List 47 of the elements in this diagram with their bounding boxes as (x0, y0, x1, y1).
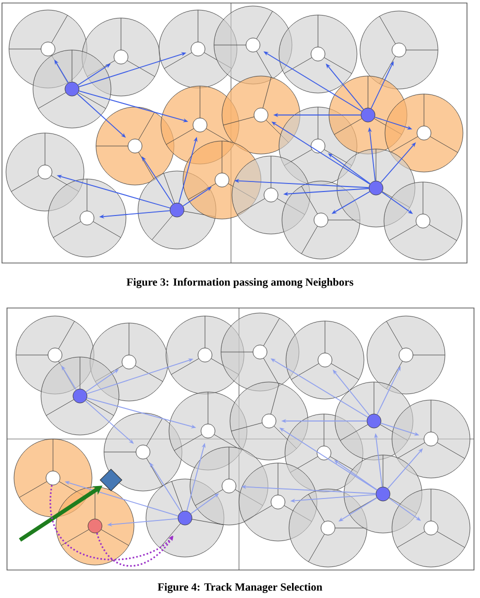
sensor-node (392, 42, 406, 58)
figure-caption: Figure 3: Information passing among Neighbors (126, 278, 354, 288)
sensor-node (366, 414, 382, 428)
sensor-node (398, 348, 414, 362)
sensor-node (88, 518, 102, 534)
sensor-node (270, 494, 286, 510)
sensor-node (136, 444, 150, 460)
sensor-node (310, 46, 326, 62)
sensor-node (46, 470, 60, 486)
sensor-node (316, 446, 332, 460)
sensor-node (38, 164, 52, 180)
sensor-node (192, 118, 208, 132)
sensor-node (40, 42, 56, 56)
sensor-node (114, 50, 128, 64)
sensor-node (80, 210, 94, 226)
arrow (96, 532, 174, 567)
sensor-node (262, 414, 276, 428)
sensor-node (310, 138, 326, 154)
sensor-node (424, 520, 438, 536)
sensor-node (222, 478, 236, 494)
figure-caption: Figure 4: Track Manager Selection (158, 582, 322, 594)
sensor-node (170, 202, 184, 218)
sensor-node (254, 108, 268, 122)
sensor-node (200, 424, 216, 438)
sensor-node (252, 344, 268, 360)
arrow (50, 485, 173, 560)
sensor-node (320, 520, 336, 536)
sensor-node (246, 38, 260, 52)
sensor-node (376, 486, 390, 502)
sensor-node (368, 180, 384, 196)
diamond-marker (100, 468, 122, 492)
sensor-node (122, 354, 136, 370)
sensor-node (48, 348, 62, 362)
sensor-node (318, 352, 332, 368)
sensor-node (314, 212, 328, 228)
sensor-node (360, 108, 376, 122)
sensor-node (72, 388, 88, 404)
sensor-node (416, 126, 432, 140)
sensor-node (424, 432, 438, 446)
sensor-node (128, 138, 142, 154)
sensor-node (64, 82, 80, 96)
sensor-node (214, 172, 230, 188)
sensor-node (264, 188, 278, 202)
sensor-node (190, 42, 206, 56)
sensor-node (416, 214, 430, 228)
sensor-node (198, 348, 212, 362)
sensor-node (178, 510, 192, 526)
